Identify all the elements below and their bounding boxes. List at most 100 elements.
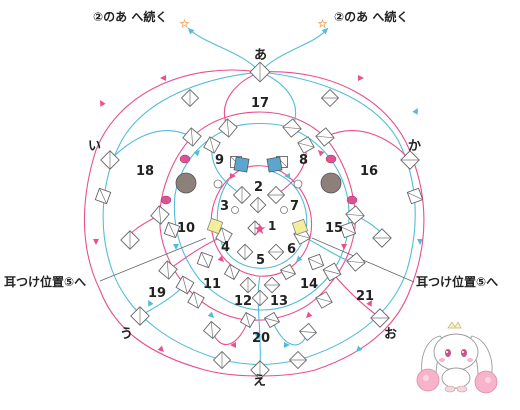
- region-number: 11: [203, 277, 221, 292]
- bead: [150, 205, 170, 225]
- thread-path: [324, 130, 411, 161]
- bead: [320, 88, 340, 108]
- pointer-line: [99, 237, 207, 282]
- region-number: 12: [234, 294, 252, 309]
- arrowhead: [148, 300, 154, 307]
- bead: [282, 118, 302, 138]
- thread-path: [187, 27, 261, 73]
- region-number: 4: [221, 240, 230, 255]
- bead: [100, 150, 120, 170]
- corner-label-u: う: [120, 327, 133, 342]
- bead: [249, 61, 271, 83]
- bead: [212, 350, 232, 370]
- thread-path: [173, 122, 350, 311]
- bead: [267, 243, 285, 261]
- thread-path: [257, 275, 261, 371]
- arrowhead: [93, 239, 99, 245]
- magenta-bead: [346, 195, 358, 205]
- corner-label-a: あ: [254, 48, 267, 63]
- bead: [288, 350, 308, 370]
- region-number: 10: [177, 221, 195, 236]
- magenta-bead: [179, 154, 191, 164]
- brown-bead: [320, 172, 342, 194]
- bead: [163, 221, 181, 239]
- small-round-bead: [231, 206, 239, 214]
- arrowhead: [284, 342, 290, 348]
- bead: [249, 196, 267, 214]
- bead: [120, 230, 140, 250]
- blue-bead: [233, 156, 250, 173]
- region-number: 20: [252, 331, 270, 346]
- arrowhead: [341, 244, 347, 250]
- bead: [239, 276, 257, 294]
- continue-note: ②のあ へ続く: [334, 9, 408, 24]
- region-number: 8: [299, 153, 308, 168]
- bead: [250, 360, 270, 380]
- bead: [239, 311, 257, 329]
- bead: [236, 243, 254, 261]
- arrowhead: [318, 150, 325, 157]
- bead: [182, 127, 202, 147]
- region-number: 17: [251, 96, 269, 111]
- arrowhead: [417, 239, 423, 245]
- thread-path: [167, 235, 225, 271]
- magenta-bead: [325, 154, 337, 164]
- bead: [187, 291, 205, 309]
- region-number: 1: [268, 219, 276, 233]
- bead: [223, 263, 241, 281]
- region-number: 5: [256, 253, 265, 268]
- bead: [298, 322, 318, 342]
- arrowhead: [284, 173, 290, 179]
- region-number: 13: [270, 294, 288, 309]
- region-number: 9: [215, 153, 224, 168]
- bead: [307, 253, 325, 271]
- yellow-bead: [206, 217, 224, 235]
- magenta-bead: [160, 195, 172, 205]
- star-icon: ★: [253, 220, 266, 238]
- bead: [345, 205, 365, 225]
- small-round-bead: [280, 206, 288, 214]
- region-number: 2: [254, 180, 263, 195]
- bead: [180, 88, 200, 108]
- small-round-bead: [213, 179, 223, 189]
- bead: [158, 260, 178, 280]
- region-number: 6: [287, 242, 296, 257]
- yellow-bead: [291, 218, 309, 236]
- corner-label-ka: か: [408, 139, 421, 154]
- region-number: 7: [290, 199, 299, 214]
- bead: [263, 311, 281, 329]
- arrowhead: [366, 300, 372, 307]
- continue-note: ②のあ へ続く: [93, 9, 167, 24]
- region-number: 21: [356, 289, 374, 304]
- bead: [372, 228, 392, 248]
- arrowhead: [358, 75, 364, 81]
- arrowhead: [356, 345, 363, 352]
- bead: [339, 221, 357, 239]
- bead: [315, 127, 335, 147]
- bead: [346, 252, 366, 272]
- corner-label-i: い: [88, 139, 101, 154]
- arrowhead: [207, 311, 214, 318]
- blue-bead: [266, 156, 283, 173]
- bead: [202, 320, 222, 340]
- corner-label-o: お: [384, 327, 397, 342]
- arrowhead: [160, 75, 166, 81]
- ear-attach-note: 耳つけ位置⑤へ: [4, 274, 86, 289]
- thread-path: [109, 130, 193, 161]
- thread-path: [259, 27, 329, 73]
- region-number: 15: [325, 221, 343, 236]
- bead: [175, 275, 195, 295]
- arrowhead: [296, 255, 303, 262]
- arrowhead: [230, 173, 236, 179]
- bead: [322, 262, 342, 282]
- bead: [94, 187, 112, 205]
- brown-bead: [175, 172, 197, 194]
- bead: [297, 136, 315, 154]
- bead: [266, 185, 286, 205]
- ear-attach-note: 耳つけ位置⑤へ: [416, 274, 498, 289]
- arrowhead: [173, 244, 179, 250]
- corner-label-e: え: [253, 374, 266, 389]
- bead: [251, 289, 269, 307]
- bead: [232, 185, 252, 205]
